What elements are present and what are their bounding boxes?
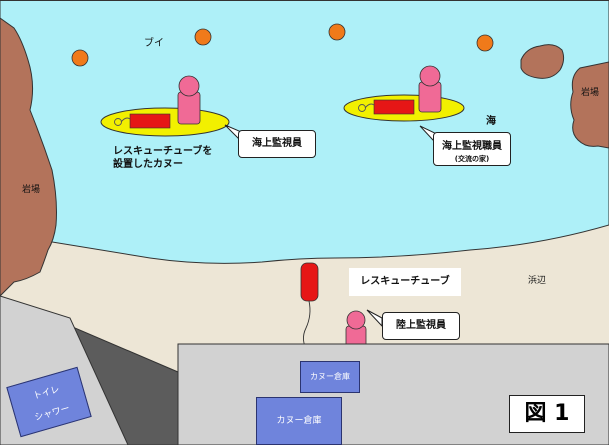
canoe-description-line2: 設置したカヌー: [113, 159, 183, 170]
canoe-storage-large-label: カヌー倉庫: [276, 416, 322, 426]
rescue-tube-label: レスキューチューブ: [360, 276, 450, 287]
sea-guard-2-sublabel: (交流の家): [454, 155, 490, 163]
guard-head-left: [178, 75, 200, 97]
buoy-4: [476, 34, 494, 52]
rocks-label-left: 岩場: [22, 185, 41, 195]
rescue-tube-in-canoe-right: [373, 99, 415, 115]
guard-head-land: [346, 310, 366, 330]
rocks-label-right: 岩場: [581, 88, 600, 98]
buoy-2: [194, 28, 212, 46]
canoe-description-line1: レスキューチューブを: [113, 146, 213, 157]
canoe-storage-large: カヌー倉庫: [256, 397, 342, 445]
buoy-3: [328, 23, 346, 41]
sea-guard-2-callout: 海上監視職員 (交流の家): [433, 132, 511, 166]
guard-head-right: [419, 65, 441, 87]
rocks-right-large: [570, 61, 609, 149]
canoe-storage-small: カヌー倉庫: [300, 361, 360, 393]
rocks-left: [0, 17, 57, 297]
figure-number-label: 図 1: [509, 395, 585, 433]
guard-body-left: [177, 91, 201, 125]
sea-guard-callout: 海上監視員: [238, 130, 316, 158]
land-guard-label: 陸上監視員: [396, 320, 446, 331]
canoe-storage-small-label: カヌー倉庫: [310, 372, 350, 381]
tube-rope-right: [364, 103, 375, 109]
tube-rope-left: [120, 117, 131, 123]
rescue-tube-in-canoe-left: [129, 113, 171, 129]
land-guard-callout: 陸上監視員: [382, 312, 460, 340]
beach-label: 浜辺: [528, 276, 547, 286]
guard-body-right: [418, 81, 442, 113]
rocks-right-small: [520, 44, 565, 79]
sea-label: 海: [486, 116, 496, 127]
sea-guard-label: 海上監視員: [252, 138, 302, 149]
buoy-label: ブイ: [144, 38, 164, 49]
buoy-1: [71, 49, 89, 67]
rescue-tube-callout: レスキューチューブ: [349, 268, 461, 296]
beach-rescue-tube: [300, 262, 319, 302]
sea-guard-2-label: 海上監視職員: [442, 141, 502, 152]
